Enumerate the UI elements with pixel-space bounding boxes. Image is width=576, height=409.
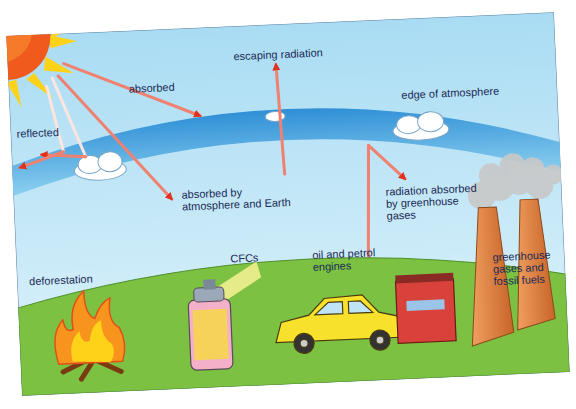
ray-label: absorbed by atmosphere and Earth [181,184,292,213]
cause-label: CFCs [230,251,270,265]
cause-label: oil and petrol engines [312,246,379,273]
cause-label: greenhouse gases and fossil fuels [492,248,564,287]
diagram-card: reflectedabsorbedescaping radiationedge … [6,12,569,396]
ray-label: radiation absorbed by greenhouse gases [385,181,486,221]
